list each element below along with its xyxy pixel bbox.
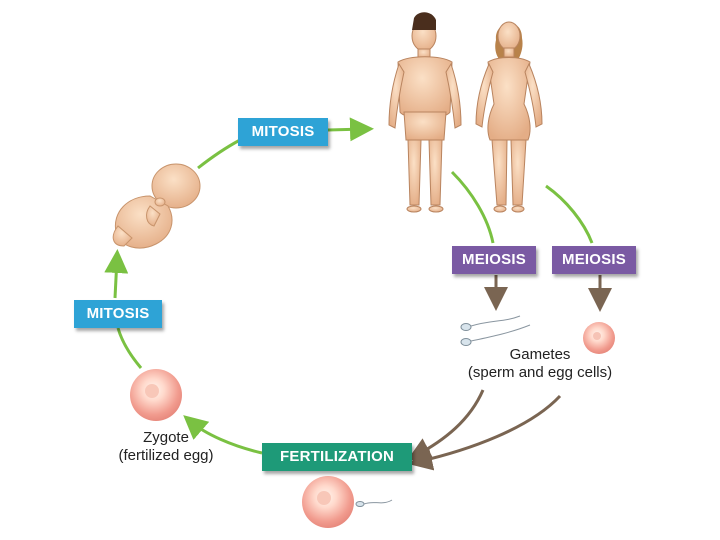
zygote-caption: Zygote (fertilized egg) (96, 429, 236, 465)
male-figure (388, 12, 462, 213)
fertilization-egg (302, 476, 393, 528)
female-figure (475, 21, 543, 213)
arrow-female-to-meiosis (545, 184, 594, 244)
fertilization-label: FERTILIZATION (262, 443, 412, 471)
sperm-cells (460, 315, 531, 346)
zygote-subtitle: (fertilized egg) (118, 447, 214, 464)
arrow-mitosis-top-right (327, 117, 374, 142)
arrow-mitosis-top-left (197, 138, 241, 170)
gametes-caption: Gametes (sperm and egg cells) (440, 346, 640, 382)
mitosis-label-top: MITOSIS (238, 118, 328, 146)
gametes-title: Gametes (509, 346, 571, 363)
zygote-title: Zygote (143, 429, 189, 446)
arrow-egg-to-fertilization (408, 394, 562, 471)
egg-cell (583, 322, 615, 354)
meiosis-label-female: MEIOSIS (552, 246, 636, 274)
arrow-fertilization-to-zygote (183, 415, 263, 455)
arrow-male-to-meiosis (450, 170, 495, 244)
fetus-figure (112, 163, 201, 249)
arrow-zygote-to-mitosis (116, 327, 143, 369)
arrow-mitosis-to-baby (104, 249, 129, 299)
meiosis-label-male: MEIOSIS (452, 246, 536, 274)
gametes-subtitle: (sperm and egg cells) (467, 364, 613, 381)
mitosis-label-left: MITOSIS (74, 300, 162, 328)
zygote-cell (130, 369, 182, 421)
